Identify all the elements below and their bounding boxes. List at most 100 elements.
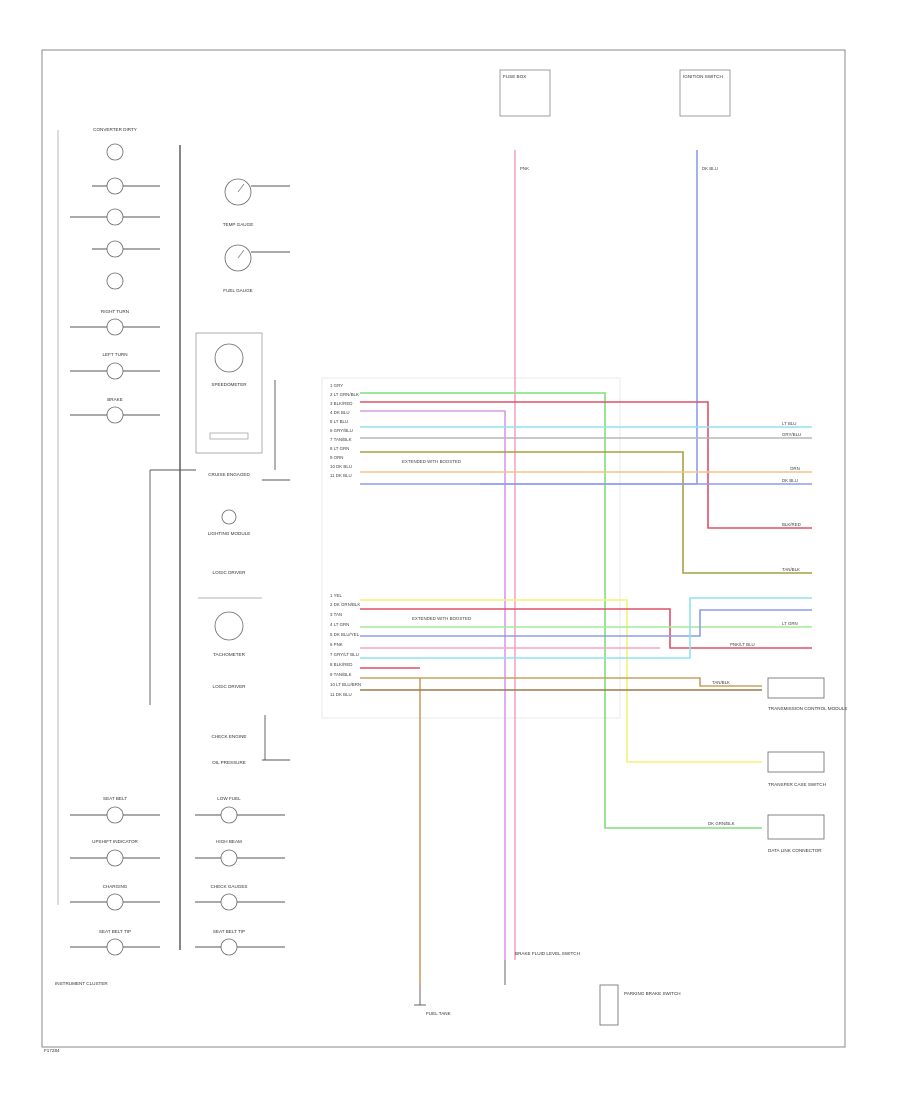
wire-red-lower: [360, 608, 812, 649]
transmission-control-module: TRANSMISSION CONTROL MODULE: [767, 677, 847, 711]
bottom-center-lamps: LOW FUEL HIGH BEAM CHECK GAUGES SEAT BEL…: [195, 796, 285, 956]
svg-text:BRAKE FLUID LEVEL SWITCH: BRAKE FLUID LEVEL SWITCH: [515, 951, 580, 956]
fuel-gauge: FUEL GAUGE: [223, 244, 290, 293]
svg-text:7 TAN/BLK: 7 TAN/BLK: [330, 437, 352, 442]
svg-text:CHECK GAUGES: CHECK GAUGES: [210, 884, 247, 889]
lower-connector: 1 YEL 2 DK GRN/BLK 3 TAN 4 LT GRN 5 DK B…: [330, 593, 471, 697]
tachometer-dial: [214, 611, 244, 641]
svg-text:11 DK BLU: 11 DK BLU: [330, 692, 352, 697]
svg-text:TAN/BLK: TAN/BLK: [782, 567, 800, 572]
svg-text:9 ORN: 9 ORN: [330, 455, 343, 460]
svg-text:CHARGING: CHARGING: [103, 884, 128, 889]
upper-connector-note: EXTENDED WITH BOOSTED: [402, 459, 461, 464]
fuel-tank-ground: FUEL TANK: [414, 985, 452, 1016]
svg-text:SEAT BELT TIP: SEAT BELT TIP: [213, 929, 245, 934]
svg-text:FUSE BOX: FUSE BOX: [503, 74, 526, 79]
svg-text:PARKING BRAKE SWITCH: PARKING BRAKE SWITCH: [624, 991, 681, 996]
svg-text:1 GRY: 1 GRY: [330, 383, 343, 388]
svg-text:8 BLK/RED: 8 BLK/RED: [330, 662, 352, 667]
brake-fluid-switch: BRAKE FLUID LEVEL SWITCH: [504, 951, 580, 985]
svg-text:LOW FUEL: LOW FUEL: [217, 796, 241, 801]
wire-grn-upper: [360, 392, 762, 829]
svg-text:5 LT BLU: 5 LT BLU: [330, 419, 348, 424]
svg-text:LEFT TURN: LEFT TURN: [102, 352, 127, 357]
svg-text:HIGH BEAM: HIGH BEAM: [216, 839, 242, 844]
svg-text:GRY/BLU: GRY/BLU: [782, 432, 801, 437]
check-engine-label: CHECK ENGINE: [212, 734, 247, 739]
temp-gauge: TEMP GAUGE: [223, 178, 290, 227]
svg-text:ORN: ORN: [790, 466, 800, 471]
svg-text:5 DK BLU/YEL: 5 DK BLU/YEL: [330, 632, 360, 637]
lighting-module-label: LIGHTING MODULE: [208, 531, 251, 536]
lower-connector-note: EXTENDED WITH BOOSTED: [412, 616, 471, 621]
svg-text:2 DK GRN/BLK: 2 DK GRN/BLK: [330, 602, 360, 607]
indicator-brake: BRAKE: [70, 397, 160, 424]
oil-pressure-label: OIL PRESSURE: [212, 760, 246, 765]
svg-text:PNK/LT BLU: PNK/LT BLU: [730, 642, 755, 647]
svg-text:TEMP GAUGE: TEMP GAUGE: [223, 222, 254, 227]
indicator-converter-dirty: CONVERTER DIRTY: [93, 127, 137, 161]
svg-text:BRAKE: BRAKE: [107, 397, 123, 402]
svg-text:4 DK BLU: 4 DK BLU: [330, 410, 350, 415]
diagram-border: [41, 49, 846, 1048]
svg-text:DATA LINK CONNECTOR: DATA LINK CONNECTOR: [768, 848, 822, 853]
indicator-lamp-2: [92, 177, 160, 195]
wire-ltblu-lower: [360, 597, 812, 659]
svg-text:7 GRY/LT BLU: 7 GRY/LT BLU: [330, 652, 359, 657]
upper-connector: 1 GRY 2 LT GRN/BLK 3 BLK/RED 4 DK BLU 5 …: [330, 383, 461, 478]
connector-region: [321, 377, 621, 719]
svg-text:DK GRN/BLK: DK GRN/BLK: [708, 821, 735, 826]
indicator-lamps-left: CONVERTER DIRTY RIGHT TURN LEFT TURN BRA…: [70, 127, 160, 424]
svg-text:IGNITION SWITCH: IGNITION SWITCH: [683, 74, 723, 79]
svg-text:4 LT GRN: 4 LT GRN: [330, 622, 349, 627]
svg-text:SEAT BELT: SEAT BELT: [103, 796, 127, 801]
right-terminations: LT BLU GRY/BLU ORN DK BLU BLK/RED TAN/BL…: [708, 421, 801, 826]
svg-text:PNK: PNK: [520, 166, 529, 171]
svg-text:RIGHT TURN: RIGHT TURN: [101, 309, 129, 314]
svg-text:CONVERTER DIRTY: CONVERTER DIRTY: [93, 127, 137, 132]
instrument-cluster: CONVERTER DIRTY RIGHT TURN LEFT TURN BRA…: [55, 127, 290, 986]
indicator-left-turn: LEFT TURN: [70, 352, 160, 380]
svg-text:TRANSMISSION CONTROL MODULE: TRANSMISSION CONTROL MODULE: [768, 706, 847, 711]
svg-text:SEAT BELT TIP: SEAT BELT TIP: [99, 929, 131, 934]
indicator-lamp-4: [92, 240, 160, 258]
diagram-footer: F17284: [44, 1048, 60, 1053]
svg-text:UPSHIFT INDICATOR: UPSHIFT INDICATOR: [92, 839, 138, 844]
svg-text:2 LT GRN/BLK: 2 LT GRN/BLK: [330, 392, 359, 397]
logic-driver-2-label: LOGIC DRIVER: [213, 684, 247, 689]
svg-text:6 GRY/BLU: 6 GRY/BLU: [330, 428, 353, 433]
indicator-lamp-5: [106, 272, 124, 290]
svg-text:1 YEL: 1 YEL: [330, 593, 342, 598]
wire-tan-lower: [360, 677, 762, 985]
svg-text:9 TAN/BLK: 9 TAN/BLK: [330, 672, 352, 677]
wire-red-upper: [360, 401, 812, 529]
wire-olive-upper: [360, 451, 812, 574]
wire-blu-lower: [360, 609, 812, 637]
fuse-box: FUSE BOX PNK: [499, 69, 551, 171]
svg-text:BLK/RED: BLK/RED: [782, 522, 801, 527]
svg-text:DK BLU: DK BLU: [782, 478, 798, 483]
cluster-center-stack: SPEEDOMETER CRUISE ENGAGED LIGHTING MODU…: [149, 332, 290, 765]
logic-driver-label: LOGIC DRIVER: [213, 570, 247, 575]
svg-text:6 PNK: 6 PNK: [330, 642, 343, 647]
svg-text:FUEL GAUGE: FUEL GAUGE: [223, 288, 252, 293]
wire-blu-vertical: [480, 150, 698, 485]
parking-brake-switch: PARKING BRAKE SWITCH: [599, 984, 681, 1026]
speedometer-label: SPEEDOMETER: [211, 382, 247, 387]
svg-text:FUEL TANK: FUEL TANK: [426, 1011, 452, 1016]
wire-violet: [360, 410, 506, 960]
wire-yel-lower: [360, 599, 762, 763]
svg-text:11 DK BLU: 11 DK BLU: [330, 473, 352, 478]
colored-wires: [360, 150, 812, 985]
svg-text:TRANSFER CASE SWITCH: TRANSFER CASE SWITCH: [768, 782, 826, 787]
data-link-connector: DATA LINK CONNECTOR: [767, 814, 825, 853]
svg-text:DK BLU: DK BLU: [702, 166, 718, 171]
bottom-left-lamps: SEAT BELT UPSHIFT INDICATOR CHARGING SEA…: [70, 796, 160, 956]
transfer-case-switch: TRANSFER CASE SWITCH: [767, 751, 826, 787]
indicator-lamp-3: [70, 208, 160, 226]
svg-text:10 DK BLU: 10 DK BLU: [330, 464, 352, 469]
tachometer-label: TACHOMETER: [213, 652, 245, 657]
svg-text:LT BLU: LT BLU: [782, 421, 796, 426]
speedometer-dial: [214, 343, 244, 373]
